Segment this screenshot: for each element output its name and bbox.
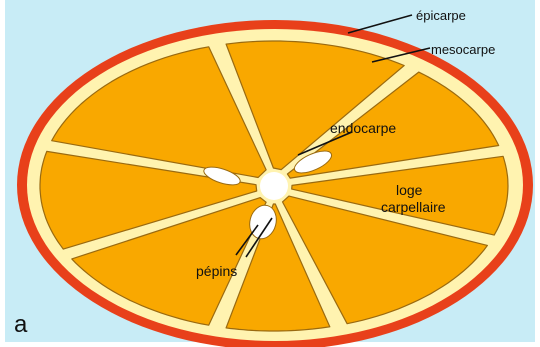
mesocarp-label: mesocarpe	[431, 42, 495, 57]
epicarp-label: épicarpe	[416, 8, 466, 23]
endocarp-label: endocarpe	[330, 120, 396, 136]
locule-label-line1: loge	[396, 182, 423, 198]
locule-label-line2: carpellaire	[381, 199, 446, 215]
seeds-label: pépins	[196, 263, 237, 279]
central-axis	[260, 172, 288, 200]
figure-letter: a	[14, 311, 28, 338]
